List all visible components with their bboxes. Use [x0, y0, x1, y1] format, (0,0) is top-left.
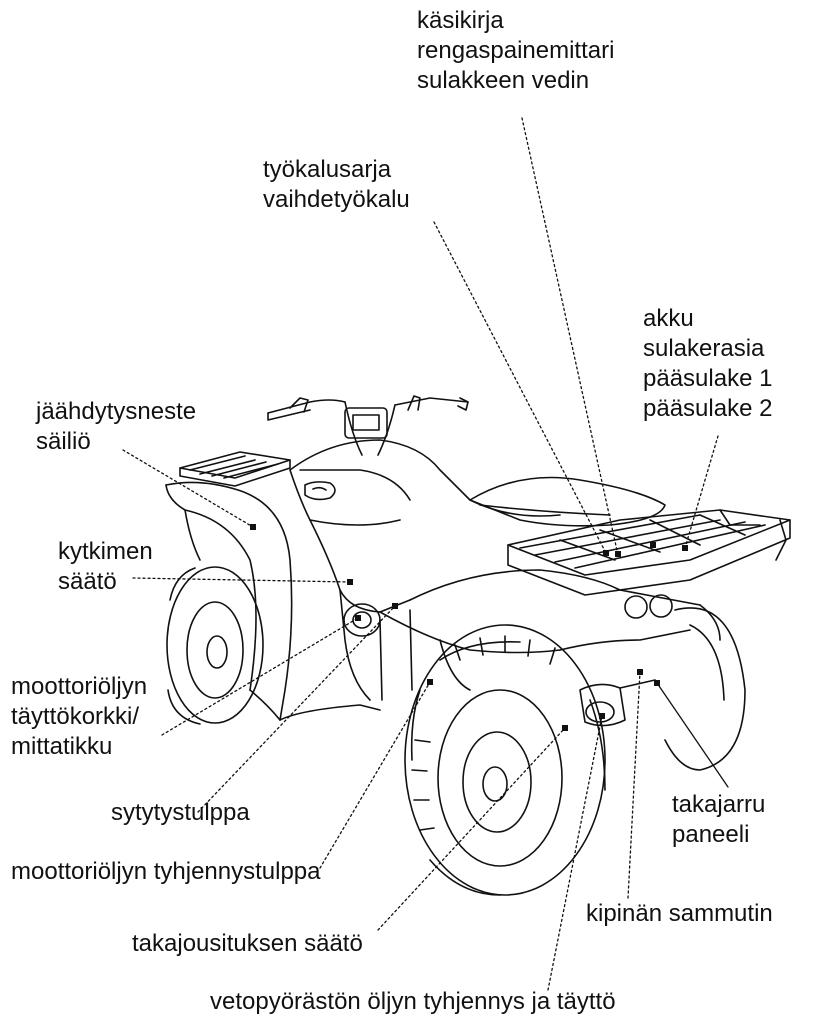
- front-rack: [180, 452, 290, 486]
- label-rear-brake: takajarru paneeli: [672, 790, 765, 850]
- label-rear-brake-line2: paneeli: [672, 820, 765, 850]
- label-oil-filler: moottoriöljyn täyttökorkki/ mittatikku: [11, 672, 147, 762]
- leader-final-drive: [548, 716, 602, 990]
- label-oil-filler-line2: täyttökorkki/: [11, 702, 147, 732]
- main-body: [290, 440, 560, 612]
- label-oil-filler-line1: moottoriöljyn: [11, 672, 147, 702]
- label-coolant: jäähdytysneste säiliö: [36, 397, 196, 457]
- leader-spark-arrester: [628, 672, 640, 898]
- label-coolant-line1: jäähdytysneste: [36, 397, 196, 427]
- label-manual-group: käsikirja rengaspainemittari sulakkeen v…: [417, 6, 614, 96]
- label-spark-plug-text: sytytystulppa: [111, 798, 250, 828]
- leader-oil-drain: [320, 682, 430, 868]
- label-manual: käsikirja: [417, 6, 614, 36]
- label-tire-gauge: rengaspainemittari: [417, 36, 614, 66]
- leader-rear-brake: [657, 683, 728, 787]
- label-shift-tool: vaihdetyökalu: [263, 185, 410, 215]
- label-toolkit: työkalusarja: [263, 155, 410, 185]
- label-main-fuse-2: pääsulake 2: [643, 394, 772, 424]
- label-battery: akku: [643, 304, 772, 334]
- front-left-wheel: [167, 567, 263, 724]
- label-final-drive: vetopyörästön öljyn tyhjennys ja täyttö: [210, 987, 616, 1017]
- label-oil-drain-text: moottoriöljyn tyhjennystulppa: [11, 857, 321, 887]
- label-rear-brake-line1: takajarru: [672, 790, 765, 820]
- label-rear-suspension: takajousituksen säätö: [132, 929, 363, 959]
- rear-rack: [508, 510, 790, 595]
- label-clutch-line1: kytkimen: [58, 537, 153, 567]
- handlebar: [268, 396, 468, 455]
- label-coolant-line2: säiliö: [36, 427, 196, 457]
- label-fuse-puller: sulakkeen vedin: [417, 66, 614, 96]
- label-toolkit-group: työkalusarja vaihdetyökalu: [263, 155, 410, 215]
- label-clutch: kytkimen säätö: [58, 537, 153, 597]
- label-final-drive-text: vetopyörästön öljyn tyhjennys ja täyttö: [210, 987, 616, 1017]
- label-oil-filler-line3: mittatikku: [11, 732, 147, 762]
- label-rear-suspension-text: takajousituksen säätö: [132, 929, 363, 959]
- label-oil-drain: moottoriöljyn tyhjennystulppa: [11, 857, 321, 887]
- leader-rear-suspension: [378, 728, 565, 930]
- leader-toolkit: [434, 222, 606, 553]
- label-fuse-box: sulakerasia: [643, 334, 772, 364]
- leader-spark-plug: [198, 606, 395, 812]
- front-right-wheel: [405, 625, 605, 895]
- label-main-fuse-1: pääsulake 1: [643, 364, 772, 394]
- label-battery-group: akku sulakerasia pääsulake 1 pääsulake 2: [643, 304, 772, 424]
- label-spark-plug: sytytystulppa: [111, 798, 250, 828]
- leader-manual: [522, 118, 618, 555]
- label-spark-arrester: kipinän sammutin: [586, 899, 773, 929]
- label-spark-arrester-text: kipinän sammutin: [586, 899, 773, 929]
- label-clutch-line2: säätö: [58, 567, 153, 597]
